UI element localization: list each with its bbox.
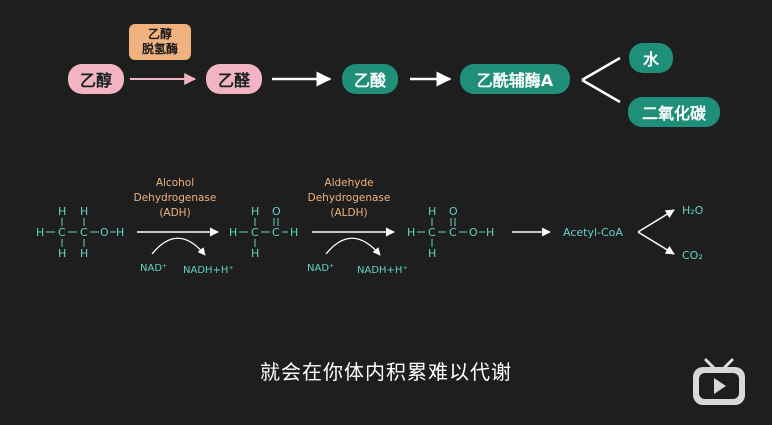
svg-text:O: O xyxy=(449,205,458,218)
svg-text:H: H xyxy=(407,226,415,239)
branch-arrow-top xyxy=(581,56,621,82)
adh-line3: (ADH) xyxy=(159,207,190,219)
acetic-acid-pill: 乙酸 xyxy=(342,64,398,94)
ethanol-pill: 乙醇 xyxy=(68,64,124,94)
svg-text:H: H xyxy=(58,205,66,218)
water-pill: 水 xyxy=(629,43,673,73)
nadh1-label: NADH+H⁺ xyxy=(183,265,234,276)
svg-text:O: O xyxy=(469,226,478,239)
svg-text:H: H xyxy=(80,205,88,218)
adh-line2: Dehydrogenase xyxy=(134,192,217,204)
svg-text:C: C xyxy=(449,226,457,239)
svg-text:C: C xyxy=(58,226,66,239)
aldh-line2: Dehydrogenase xyxy=(308,192,391,204)
ethanol-label: 乙醇 xyxy=(79,71,112,90)
video-subtitle: 就会在你体内积累难以代谢 xyxy=(260,360,512,384)
carbon-dioxide-pill: 二氧化碳 xyxy=(628,97,720,127)
aldh-curve xyxy=(325,237,381,256)
svg-text:C: C xyxy=(272,226,280,239)
alcohol-dehydrogenase-label: 乙醇 脱氢酶 xyxy=(129,24,191,60)
acetaldehyde-pill: 乙醛 xyxy=(206,64,262,94)
svg-text:H: H xyxy=(428,247,436,260)
svg-text:H: H xyxy=(58,247,66,260)
tv-logo-icon xyxy=(693,358,745,405)
carbon-dioxide-label: 二氧化碳 xyxy=(641,104,706,123)
adh-line1: Alcohol xyxy=(156,177,194,189)
acetyl-coa-label: 乙酰辅酶A xyxy=(476,71,554,90)
h2o-label: H₂O xyxy=(682,204,704,217)
svg-text:O: O xyxy=(272,205,281,218)
acetyl-coa-formula: Acetyl-CoA xyxy=(563,226,623,239)
svg-text:H: H xyxy=(116,226,124,239)
branch-co2 xyxy=(637,231,675,255)
aldh-line3: (ALDH) xyxy=(330,207,367,219)
svg-text:H: H xyxy=(251,205,259,218)
acetaldehyde-label: 乙醛 xyxy=(217,71,250,90)
acetic-acid-label: 乙酸 xyxy=(353,71,386,90)
svg-text:H: H xyxy=(80,247,88,260)
svg-text:H: H xyxy=(36,226,44,239)
svg-text:H: H xyxy=(486,226,494,239)
svg-text:C: C xyxy=(251,226,259,239)
svg-text:H: H xyxy=(290,226,298,239)
enzyme-line2: 脱氢酶 xyxy=(141,42,178,56)
svg-text:H: H xyxy=(229,226,237,239)
nad1-label: NAD⁺ xyxy=(140,263,167,274)
svg-text:H: H xyxy=(428,205,436,218)
enzyme-line1: 乙醇 xyxy=(147,27,172,41)
co2-label: CO₂ xyxy=(682,249,703,262)
svg-text:O: O xyxy=(100,226,109,239)
svg-text:C: C xyxy=(428,226,436,239)
nadh2-label: NADH+H⁺ xyxy=(357,265,408,276)
nad2-label: NAD⁺ xyxy=(307,263,334,274)
adh-curve xyxy=(151,237,206,256)
branch-h2o xyxy=(637,209,675,233)
branch-arrow-bottom xyxy=(581,78,621,104)
aldh-line1: Aldehyde xyxy=(324,177,373,189)
ethanol-structure: H H H C C O H H H xyxy=(36,205,124,260)
acetyl-coa-pill: 乙酰辅酶A xyxy=(460,64,570,94)
svg-text:C: C xyxy=(80,226,88,239)
water-label: 水 xyxy=(642,50,659,69)
svg-text:H: H xyxy=(251,247,259,260)
